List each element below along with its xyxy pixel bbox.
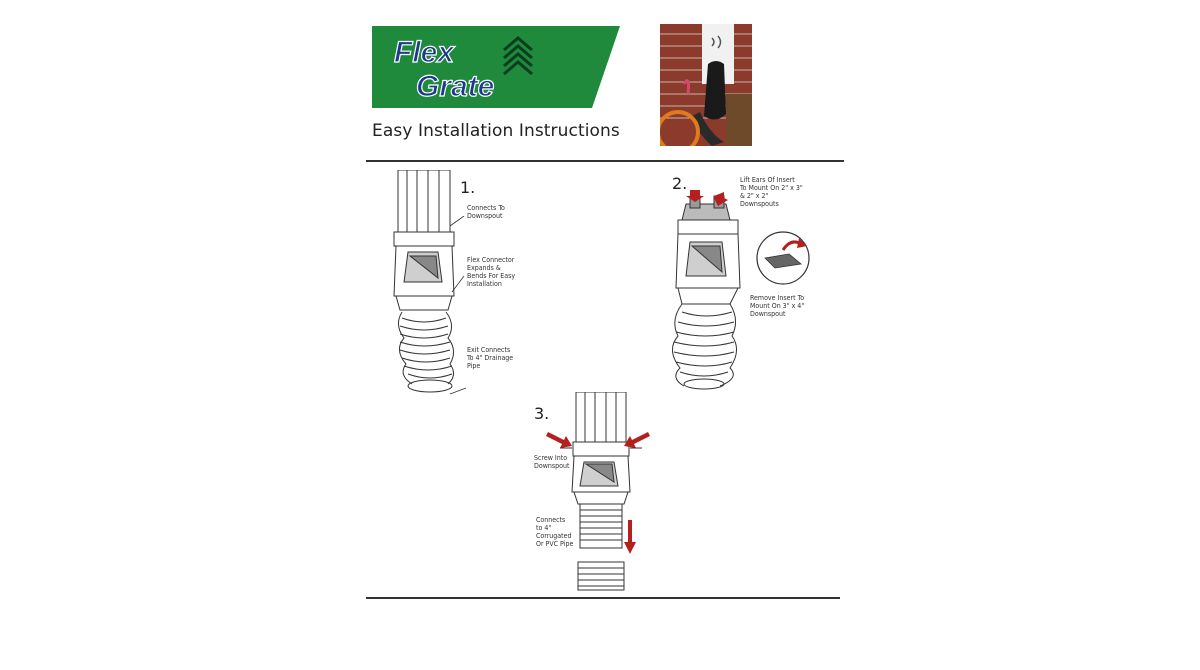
step-3-callout-pipe: Connects to 4" Corrugated Or PVC Pipe: [536, 516, 574, 548]
downspout-photo: [660, 24, 752, 146]
logo-word-2: Grate: [416, 70, 494, 103]
divider-top: [366, 160, 844, 162]
step-1-number: 1.: [460, 178, 476, 197]
step-3-drain-diagram: [546, 392, 650, 591]
step-2-callout-remove-insert: Remove Insert To Mount On 3" x 4" Downsp…: [750, 294, 805, 318]
step-3-number: 3.: [534, 404, 550, 423]
step-1-drain-diagram: [393, 170, 455, 393]
page-subtitle: Easy Installation Instructions: [372, 121, 620, 141]
step-1-callout-flex-connector: Flex Connector Expands & Bends For Easy …: [467, 256, 516, 288]
step-2-number: 2.: [672, 174, 688, 193]
divider-bottom: [366, 597, 840, 599]
logo-word-1: Flex: [394, 36, 455, 69]
flex-grate-logo: Flex Grate: [372, 26, 620, 108]
insert-removal-detail: [756, 231, 810, 285]
step-1-callout-exit: Exit Connects To 4" Drainage Pipe: [467, 346, 514, 370]
step-2-callout-lift-ears: Lift Ears Of Insert To Mount On 2" x 3" …: [740, 176, 803, 208]
step-1-callout-downspout: Connects To Downspout: [467, 204, 505, 220]
step-2-drain-diagram: [672, 190, 741, 390]
step-3-callout-screw: Screw Into Downspout: [534, 454, 570, 470]
step-1-pointer-lines: [449, 216, 467, 395]
